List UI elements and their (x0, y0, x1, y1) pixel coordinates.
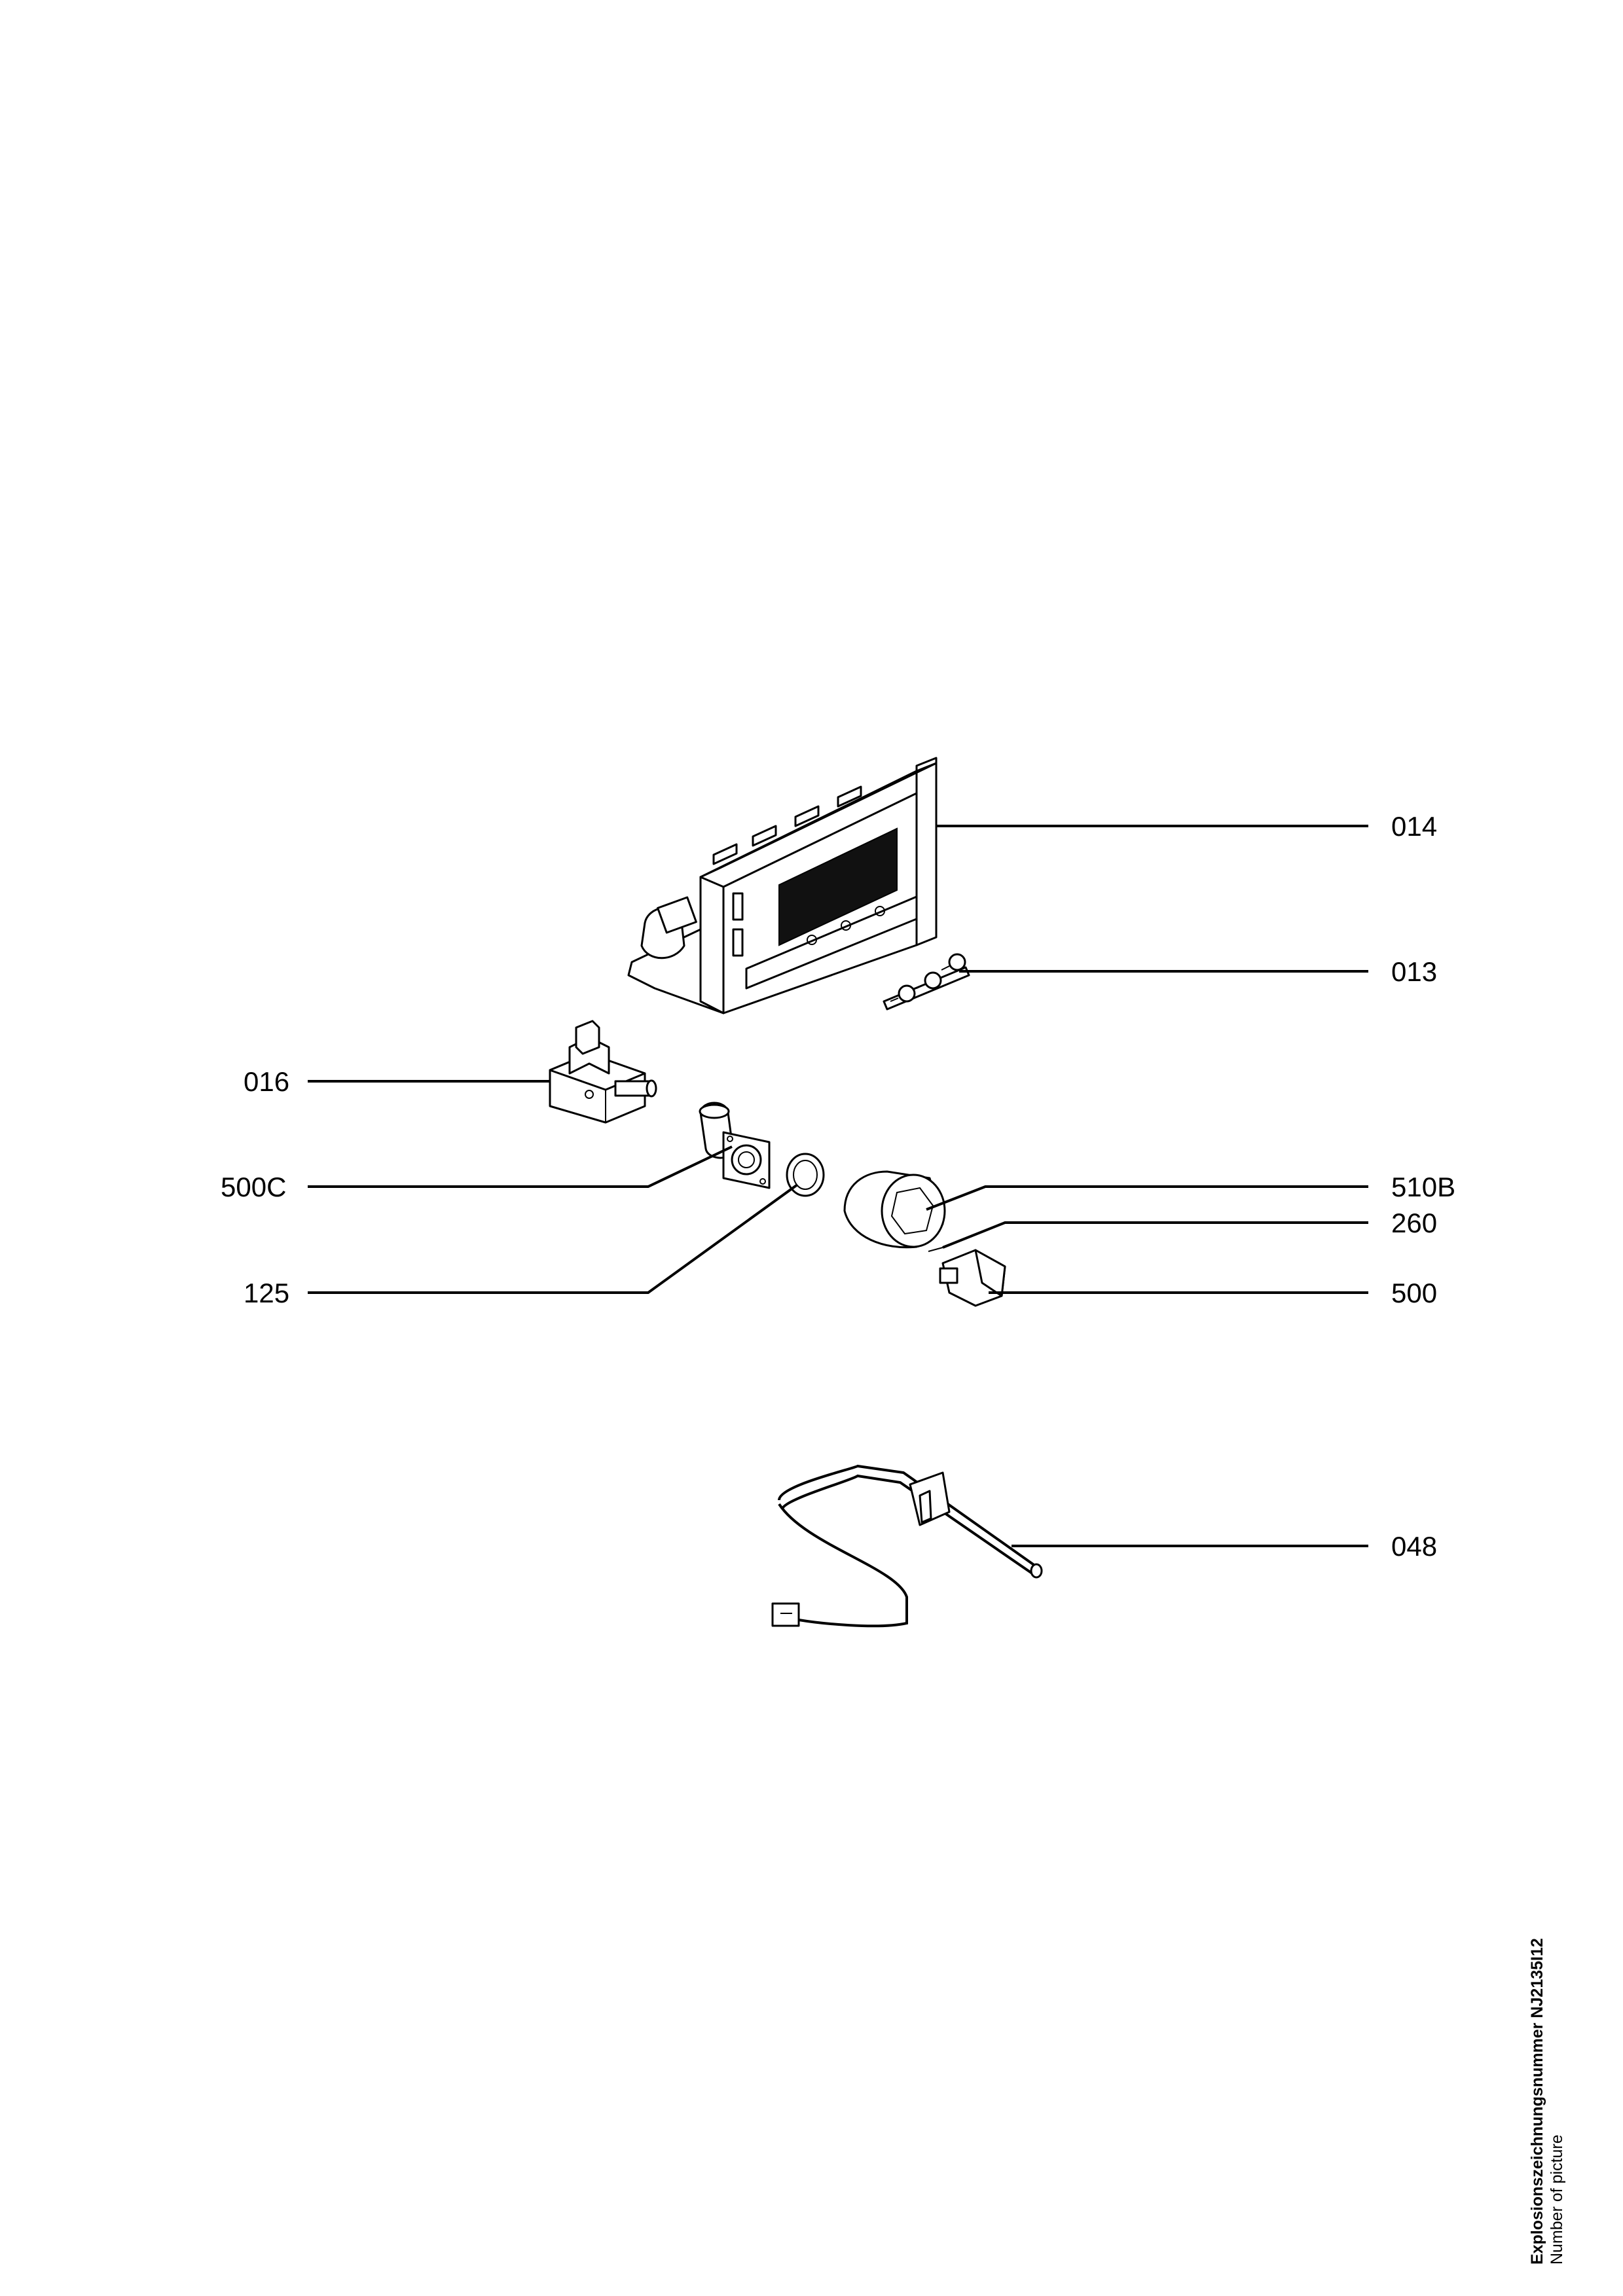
callout-500: 500 (1391, 1278, 1437, 1308)
leader-125 (308, 1183, 799, 1294)
part-260-spring-clip (928, 1247, 943, 1252)
callout-500C: 500C (221, 1172, 286, 1202)
part-500C-thermostat-housing (699, 1102, 771, 1189)
callout-014: 014 (1391, 811, 1437, 842)
leader-lines (308, 825, 1368, 1547)
number-of-picture-label: Number of picture (1548, 2134, 1566, 2265)
callout-260: 260 (1391, 1208, 1437, 1238)
part-014-control-panel-housing (627, 757, 938, 1014)
part-013-lamp-holders (883, 953, 970, 1011)
part-048-sensor-probe (771, 1464, 1043, 1628)
leader-500C (308, 1145, 733, 1188)
callout-016: 016 (244, 1066, 289, 1097)
drawing-number-label: Explosionszeichnungsnummer NJ2135I12 (1528, 1938, 1546, 2265)
leader-510B (926, 1185, 1368, 1211)
callout-125: 125 (244, 1278, 289, 1308)
callout-510B: 510B (1391, 1172, 1455, 1202)
part-510B-knob-bezel (843, 1170, 946, 1249)
leader-260 (942, 1221, 1368, 1249)
callout-048: 048 (1391, 1531, 1437, 1562)
part-500-knob (939, 1249, 1006, 1307)
callout-013: 013 (1391, 956, 1437, 987)
callout-labels: 014 013 016 500C 510B 260 125 500 048 (221, 811, 1455, 1562)
drawing-number-footer: Explosionszeichnungsnummer NJ2135I12 Num… (1527, 1938, 1567, 2265)
part-016-switch (549, 1020, 657, 1124)
